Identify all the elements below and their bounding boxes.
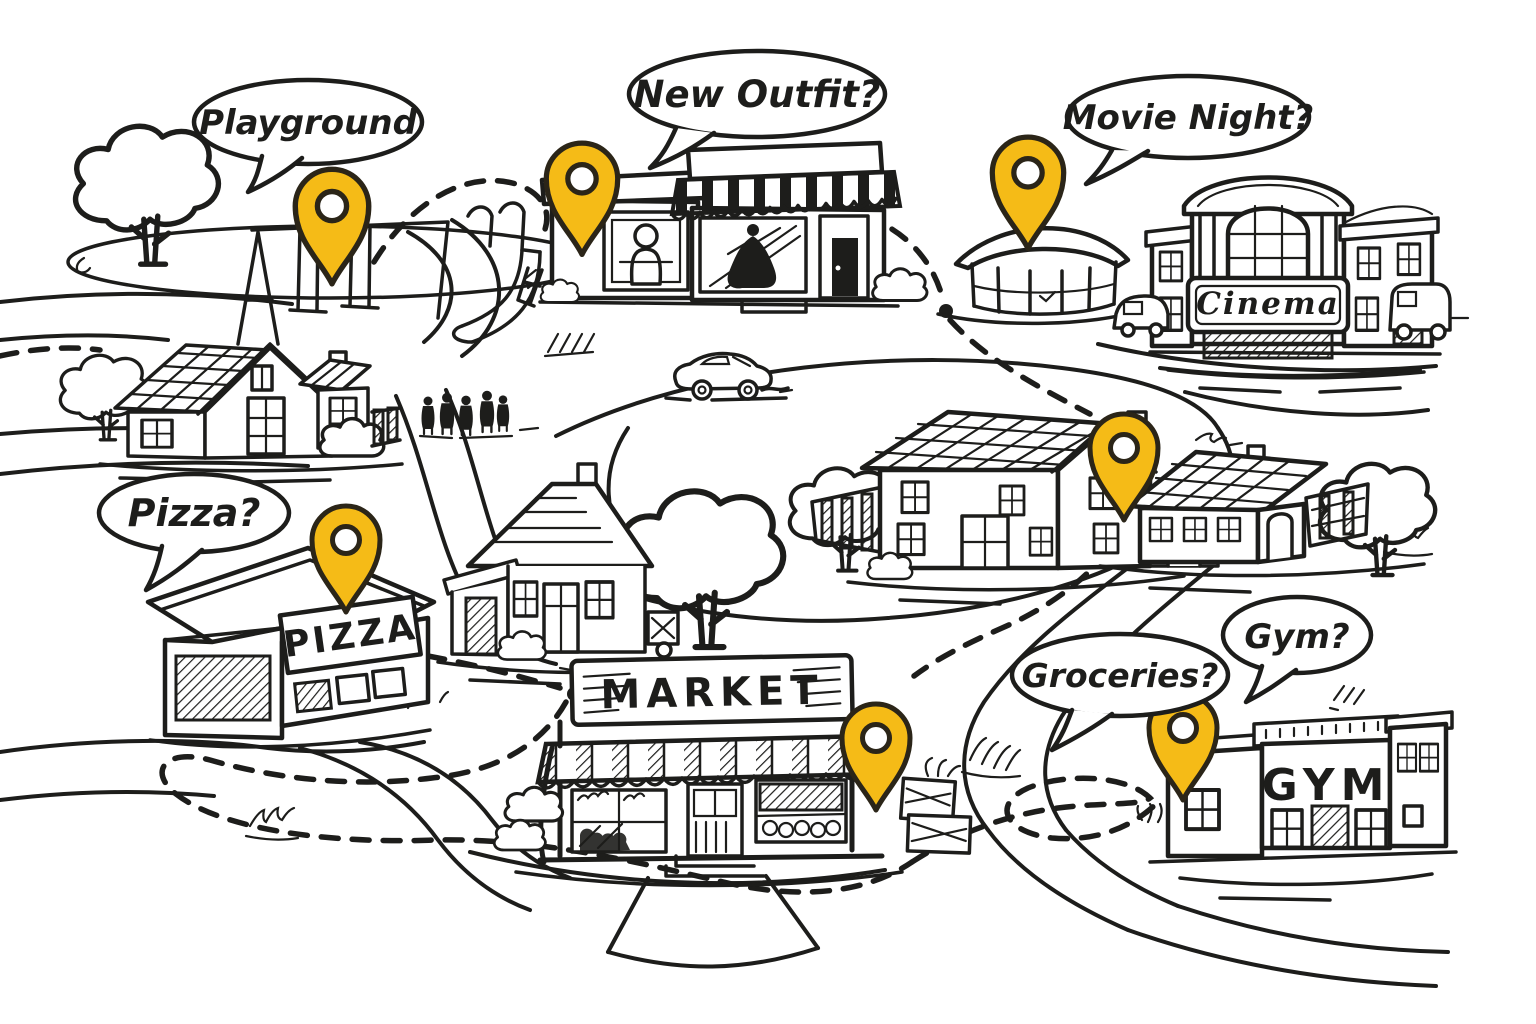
market-sign: MARKET [569, 652, 855, 728]
parked-car-left [1112, 294, 1170, 338]
pedestrians [418, 389, 540, 440]
gym-door [1310, 804, 1350, 850]
roads [0, 218, 1450, 988]
svg-text:Movie Night?: Movie Night? [1063, 98, 1314, 138]
svg-text:New Outfit?: New Outfit? [634, 73, 881, 116]
svg-text:Gym?: Gym? [1244, 617, 1349, 657]
speech-bubble-gym: Gym? [1220, 594, 1374, 705]
svg-text:Groceries?: Groceries? [1022, 656, 1219, 695]
market-sign-text: MARKET [600, 668, 824, 719]
mannequin-bust [618, 223, 674, 286]
store-awning [669, 169, 903, 217]
fence-right [1304, 482, 1370, 548]
left-house [58, 342, 404, 484]
cinema-sign-text: Cinema [1196, 286, 1340, 322]
driving-car [664, 351, 790, 402]
porch-door [464, 596, 498, 656]
clothing-store [524, 140, 929, 314]
gym-building: GYM [1148, 710, 1458, 902]
parked-van-right [1388, 282, 1470, 341]
pizza-restaurant: PIZZA [145, 545, 437, 749]
round-pavilion [936, 226, 1144, 326]
pizza-window-left [174, 654, 272, 722]
cart [646, 610, 680, 659]
market-window-right [754, 778, 848, 844]
suburb-house-small [1098, 444, 1435, 594]
cinema-building: Cinema [1112, 175, 1470, 394]
svg-text:Playground: Playground [199, 103, 418, 143]
market-window-left [570, 788, 668, 854]
mannequin-dress [726, 224, 782, 289]
speech-bubble-pizza: Pizza? [96, 471, 292, 593]
speech-bubbles: Playground New Outfit? Movie Night? Pizz… [96, 48, 1374, 753]
speech-bubble-new-outfit: New Outfit? [626, 48, 888, 171]
pin-playground[interactable] [295, 169, 368, 283]
cinema-marquee: Cinema [1185, 275, 1351, 335]
speech-bubble-playground: Playground [191, 77, 425, 195]
fence-left [810, 486, 882, 554]
market-building: MARKET [492, 652, 973, 888]
market-door [664, 782, 766, 878]
center-cottage [436, 462, 783, 686]
suburb-house-large [790, 409, 1234, 606]
produce-crates [898, 756, 973, 855]
svg-text:Pizza?: Pizza? [128, 491, 261, 535]
pizza-sign: PIZZA [277, 594, 423, 676]
pizza-windows-right [292, 666, 408, 714]
fence [370, 406, 402, 448]
gym-sign-text: GYM [1262, 760, 1391, 811]
playground-tree [76, 126, 219, 264]
speech-bubble-groceries: Groceries? [1009, 631, 1231, 753]
slide [452, 201, 544, 344]
speech-bubble-movie-night: Movie Night? [1063, 73, 1314, 187]
